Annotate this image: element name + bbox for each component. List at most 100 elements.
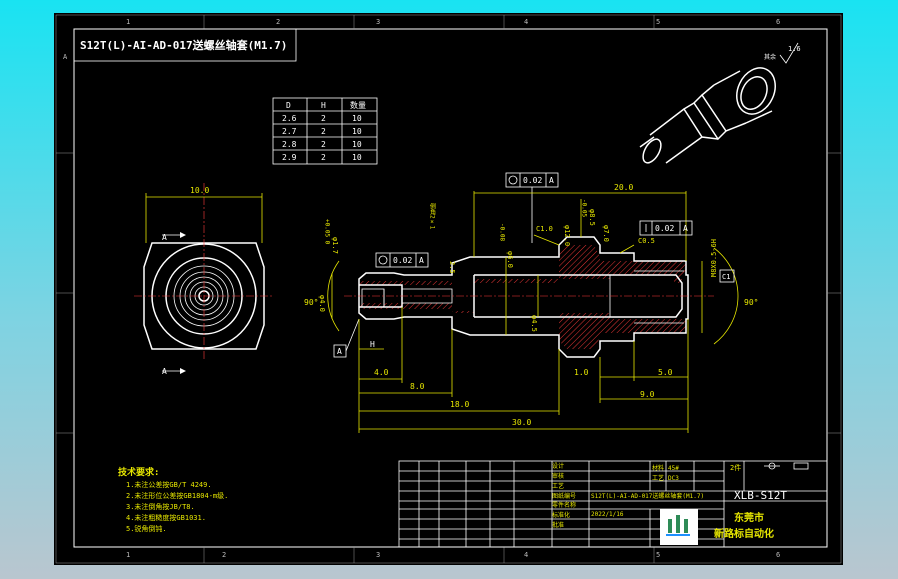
table-cell: 2.7 [282, 127, 297, 136]
zone-number: 6 [776, 551, 780, 559]
datum-a: A [337, 347, 342, 356]
tb-material: 45# [668, 465, 679, 472]
zone-number: 5 [656, 551, 660, 559]
tb-company-1: 东莞市 [734, 511, 764, 524]
dim-phi-60-tol: -0.08 [499, 223, 506, 241]
perp-value: 0.02 [655, 224, 674, 233]
technical-notes: 技术要求: 1.未注公差按GB/T 4249. 2.未注形位公差按GB1804-… [118, 466, 228, 533]
dim-phi-70: φ7.0 [602, 225, 610, 242]
section-dimensions: 0.02 A 20.0 倒角2×1 φ12.0 φ8.5 -0.05 φ7.0 … [318, 172, 735, 433]
company-logo [660, 509, 698, 545]
zone-number: 2 [222, 551, 226, 559]
outer-frame [55, 14, 842, 564]
table-cell: 10 [352, 114, 362, 123]
dim-len-300: 30.0 [512, 418, 531, 427]
dim-len-40: 4.0 [374, 368, 389, 377]
dim-phi-40: φ4.0 [318, 295, 326, 312]
tb-material-label: 材料 [652, 464, 664, 472]
section-label-bottom: A [162, 367, 167, 376]
arc-right [713, 247, 739, 345]
dim-c10: C1.0 [536, 225, 553, 233]
tb-company-2: 新路标自动化 [714, 527, 774, 540]
dim-thread: M8X0.5-6H [710, 239, 718, 277]
dim-phi-17: φ1.7 [331, 237, 339, 254]
dim-c05: C0.5 [638, 237, 655, 245]
zone-numbers-bottom: 1 2 3 4 5 6 [126, 551, 780, 559]
table-header: 数量 [350, 100, 366, 110]
note-item: 3.未注倒角按JB/T8. [126, 502, 195, 511]
angle-right: 90° [744, 298, 758, 307]
arc-left [327, 260, 340, 332]
roughness-symbol: 其余 1.6 [764, 42, 801, 64]
zone-number: 6 [776, 18, 780, 26]
table-cell: 10 [352, 127, 362, 136]
zone-number: 2 [276, 18, 280, 26]
end-view [134, 183, 274, 361]
tb-label: 标准化 [552, 511, 570, 519]
zone-ticks [56, 15, 841, 563]
runout-left-ref: A [419, 256, 424, 265]
tb-qty: 2件 [730, 463, 741, 472]
dim-len-180: 18.0 [450, 400, 469, 409]
table-cell: 2.9 [282, 153, 297, 162]
dim-phi-60: φ6.0 [506, 251, 514, 268]
tb-process: DC3 [668, 475, 679, 482]
tb-label: 零件名称 [552, 501, 576, 509]
dim-len-10: 1.0 [574, 368, 589, 377]
zone-number: 1 [126, 551, 130, 559]
section-label-top: A [162, 233, 167, 242]
drawing-sheet: 1 2 3 4 5 6 1 2 3 4 5 6 A S12T(L)-AI-AD-… [54, 13, 843, 565]
zone-number: 5 [656, 18, 660, 26]
dim-len-80: 8.0 [410, 382, 425, 391]
dim-20: 20.0 [614, 183, 633, 192]
tb-label: 审核 [552, 472, 564, 480]
runout-top-ref: A [549, 176, 554, 185]
perp-ref: A [683, 224, 688, 233]
table-header: D [286, 101, 291, 110]
table-cell: 10 [352, 140, 362, 149]
tb-label: 工艺 [552, 482, 564, 490]
runout-left-value: 0.02 [393, 256, 412, 265]
tb-part-code: XLB-S12T [734, 489, 787, 502]
isometric-view [639, 67, 776, 164]
zone-number: 4 [524, 551, 528, 559]
dim-phi-85-tol: -0.05 [581, 199, 588, 217]
table-cell: 2 [321, 127, 326, 136]
note-chamfer: 倒角2×1 [429, 202, 436, 229]
cad-drawing: 1 2 3 4 5 6 1 2 3 4 5 6 A S12T(L)-AI-AD-… [55, 14, 842, 564]
note-item: 4.未注粗糙度按GB1031. [126, 513, 206, 522]
roughness-value: 1.6 [788, 45, 801, 53]
title-box [73, 28, 297, 62]
table-cell: 10 [352, 153, 362, 162]
end-view-dimensions: 10.0 A A [145, 186, 263, 376]
dim-c1: C1 [722, 273, 730, 281]
title-block: 设计 审核 工艺 图纸编号 零件名称 标准化 批准 材料 45# 工艺 DC3 … [398, 460, 828, 548]
runout-top-value: 0.02 [523, 176, 542, 185]
dim-phi-85: φ8.5 [588, 209, 596, 226]
note-item: 2.未注形位公差按GB1804-m级. [126, 491, 228, 500]
drawing-title: S12T(L)-AI-AD-017送螺丝轴套(M1.7) [80, 38, 287, 52]
dim-phi-12: φ12.0 [563, 225, 571, 246]
zone-number: 3 [376, 551, 380, 559]
datum-h: H [370, 340, 375, 349]
tb-process-label: 工艺 [652, 474, 664, 482]
table-header: H [321, 101, 326, 110]
table-cell: 2 [321, 140, 326, 149]
note-item: 5.锐角倒钝. [126, 524, 167, 533]
dim-len-50: 5.0 [658, 368, 673, 377]
table-cell: 2 [321, 114, 326, 123]
size-table: D H 数量 2.6 2 10 2.7 2 10 2.8 2 10 2.9 2 … [272, 97, 378, 165]
section-view [344, 236, 714, 358]
zone-number: 1 [126, 18, 130, 26]
zone-number: 4 [524, 18, 528, 26]
table-cell: 2.6 [282, 114, 297, 123]
notes-heading: 技术要求: [118, 466, 159, 478]
zone-letter: A [63, 53, 68, 61]
dim-25: 2.5 [448, 261, 456, 274]
table-cell: 2 [321, 153, 326, 162]
note-item: 1.未注公差按GB/T 4249. [126, 480, 212, 489]
roughness-prefix: 其余 [764, 53, 776, 61]
tb-drawing-no: S12T(L)-AI-AD-017送螺丝轴套(M1.7) [591, 492, 704, 500]
dim-width: 10.0 [190, 186, 209, 195]
dim-phi-17-tol: +0.05 0 [324, 219, 331, 245]
